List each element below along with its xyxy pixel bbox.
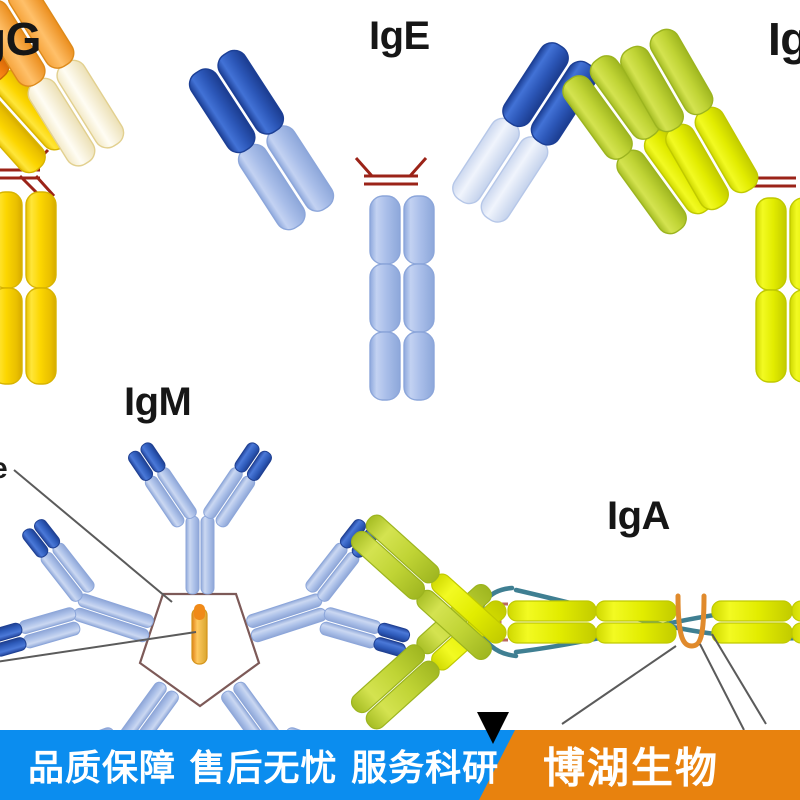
label-igg: gG (0, 13, 41, 65)
structure-igg (0, 0, 125, 385)
banner-orange-panel (479, 730, 800, 800)
structure-iga-dimer (350, 514, 800, 731)
label-ige: IgE (369, 14, 430, 58)
ige-fc-region (369, 195, 435, 401)
iga-monomer-right (711, 600, 800, 644)
igg-fc-region (0, 191, 57, 385)
igm-j-chain (191, 604, 208, 665)
banner-slogan-text: 品质保障 售后无忧 服务科研 (28, 748, 500, 789)
label-iga: IgA (607, 494, 670, 538)
structure-ige (188, 42, 598, 401)
igm-unit (128, 442, 272, 595)
ige-fab-arm-left (188, 49, 335, 231)
igm-unit (0, 519, 154, 657)
iga-j-chain (675, 593, 707, 649)
banner-blue-panel (0, 730, 516, 800)
iga-annotation-leader-lines (561, 633, 767, 731)
ige-disulfide-bonds (354, 157, 428, 186)
igm-pentagon-ring (138, 592, 261, 708)
label-igm: IgM (124, 380, 192, 424)
igm-annotation-leader-lines (0, 469, 197, 663)
iga-monomer-left (350, 514, 677, 730)
label-partial-annotation: e (0, 452, 8, 486)
structure-ig-right (562, 28, 800, 383)
label-ig-right-cropped: Ig (768, 13, 800, 65)
igg-fab-arm-left (0, 92, 46, 174)
promotional-banner: 品质保障 售后无忧 服务科研 博湖生物 (0, 712, 800, 800)
banner-brand-name: 博湖生物 (543, 743, 720, 793)
ig-right-fc-region (755, 197, 800, 383)
ig-right-fab-arm-b (620, 28, 759, 211)
banner-notch-triangle-icon (477, 712, 509, 744)
igg-fab-arm-right (0, 0, 125, 167)
igm-unit (246, 519, 411, 657)
